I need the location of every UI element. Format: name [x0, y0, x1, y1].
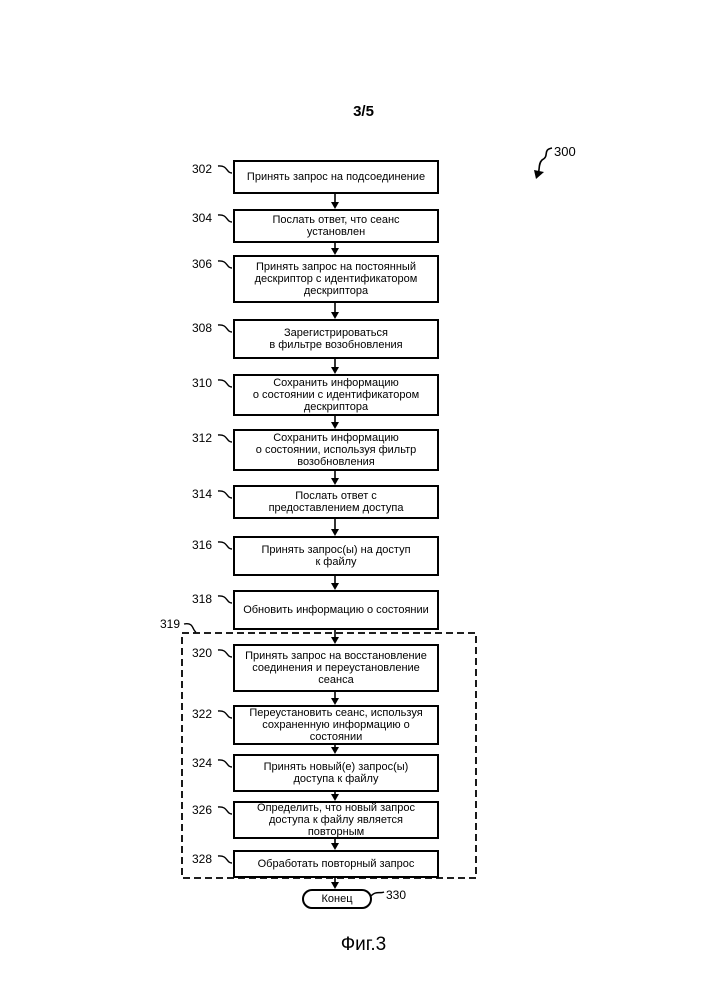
- leader-line-310: [218, 380, 232, 387]
- end-reference-number: 330: [386, 888, 406, 902]
- step-number-320: 320: [192, 646, 212, 660]
- end-leader-line: [370, 892, 384, 897]
- leader-line-328: [218, 856, 232, 863]
- end-terminator: Конец: [302, 889, 372, 909]
- arrow-to-end: [331, 878, 339, 889]
- group-leader-line: [184, 624, 196, 632]
- step-box-324: Принять новый(е) запрос(ы) доступа к фай…: [233, 754, 439, 792]
- step-box-318: Обновить информацию о состоянии: [233, 590, 439, 630]
- step-box-328: Обработать повторный запрос: [233, 850, 439, 878]
- leader-line-316: [218, 542, 232, 549]
- arrow-304-to-306: [331, 243, 339, 255]
- step-box-314: Послать ответ с предоставлением доступа: [233, 485, 439, 519]
- step-box-308: Зарегистрироваться в фильтре возобновлен…: [233, 319, 439, 359]
- step-number-310: 310: [192, 376, 212, 390]
- step-box-322: Переустановить сеанс, используя сохранен…: [233, 705, 439, 745]
- leader-line-324: [218, 760, 232, 767]
- leader-line-320: [218, 650, 232, 657]
- step-box-304: Послать ответ, что сеанс установлен: [233, 209, 439, 243]
- step-number-324: 324: [192, 756, 212, 770]
- arrow-324-to-326: [331, 792, 339, 801]
- step-number-304: 304: [192, 211, 212, 225]
- arrow-308-to-310: [331, 359, 339, 374]
- step-number-306: 306: [192, 257, 212, 271]
- arrow-314-to-316: [331, 519, 339, 536]
- leader-line-318: [218, 596, 232, 603]
- arrow-306-to-308: [331, 303, 339, 319]
- figure-caption: Фиг.3: [0, 934, 727, 956]
- step-box-326: Определить, что новый запрос доступа к ф…: [233, 801, 439, 839]
- step-number-328: 328: [192, 852, 212, 866]
- arrow-302-to-304: [331, 194, 339, 209]
- step-box-310: Сохранить информацию о состоянии с идент…: [233, 374, 439, 416]
- step-number-318: 318: [192, 592, 212, 606]
- arrow-316-to-318: [331, 576, 339, 590]
- step-box-316: Принять запрос(ы) на доступ к файлу: [233, 536, 439, 576]
- step-box-306: Принять запрос на постоянный дескриптор …: [233, 255, 439, 303]
- leader-line-308: [218, 325, 232, 332]
- arrow-312-to-314: [331, 471, 339, 485]
- leader-line-314: [218, 491, 232, 498]
- step-number-322: 322: [192, 707, 212, 721]
- step-number-326: 326: [192, 803, 212, 817]
- step-number-302: 302: [192, 162, 212, 176]
- step-box-302: Принять запрос на подсоединение: [233, 160, 439, 194]
- leader-line-312: [218, 435, 232, 442]
- group-reference-number: 319: [160, 617, 180, 631]
- arrow-322-to-324: [331, 745, 339, 754]
- step-number-316: 316: [192, 538, 212, 552]
- step-number-314: 314: [192, 487, 212, 501]
- arrow-320-to-322: [331, 692, 339, 705]
- arrow-310-to-312: [331, 416, 339, 429]
- leader-line-306: [218, 261, 232, 268]
- leader-line-304: [218, 215, 232, 222]
- step-box-320: Принять запрос на восстановление соедине…: [233, 644, 439, 692]
- step-number-308: 308: [192, 321, 212, 335]
- leader-line-326: [218, 807, 232, 814]
- step-number-312: 312: [192, 431, 212, 445]
- leader-line-322: [218, 711, 232, 718]
- step-box-312: Сохранить информацию о состоянии, исполь…: [233, 429, 439, 471]
- arrow-326-to-328: [331, 839, 339, 850]
- leader-line-302: [218, 166, 232, 173]
